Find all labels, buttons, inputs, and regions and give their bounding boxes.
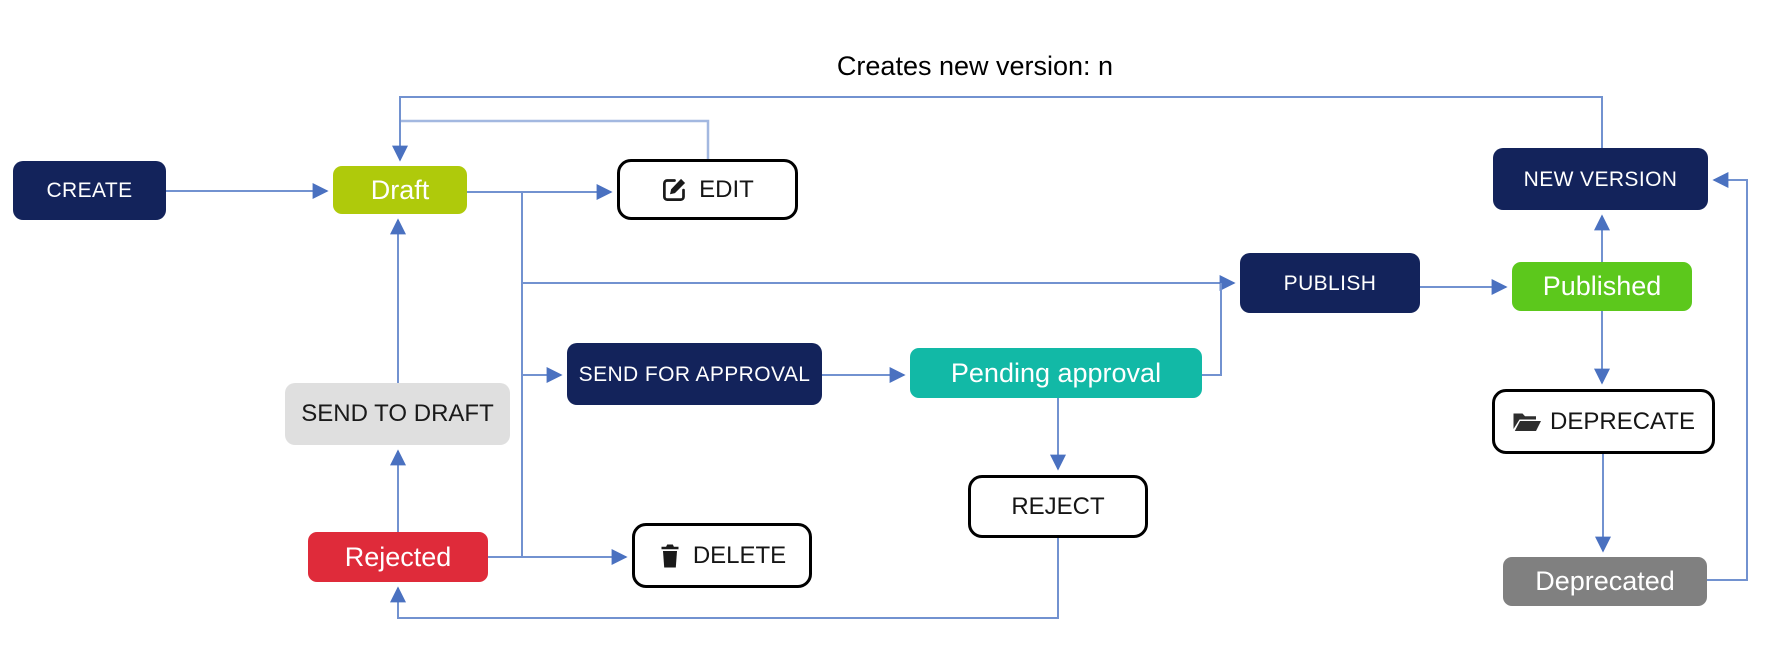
node-deprecate-label: DEPRECATE — [1550, 407, 1695, 435]
node-draft: Draft — [333, 166, 467, 214]
node-edit-label: EDIT — [699, 175, 754, 203]
node-send-for-approval: SEND FOR APPROVAL — [567, 343, 822, 405]
node-deprecate: DEPRECATE — [1492, 389, 1715, 454]
node-pending-approval-label: Pending approval — [950, 357, 1162, 388]
node-send-to-draft: SEND TO DRAFT — [285, 383, 510, 445]
node-delete: DELETE — [632, 523, 812, 588]
edge-reject-to-rejected — [390, 538, 1059, 619]
edge-newversion-to-draft — [392, 96, 1603, 162]
creates-new-version-label: Creates new version: n — [836, 51, 1114, 81]
node-delete-label: DELETE — [692, 541, 787, 569]
edge-pending-to-publish — [1202, 283, 1222, 376]
node-publish: PUBLISH — [1240, 253, 1420, 313]
node-deprecated: Deprecated — [1503, 557, 1707, 606]
node-new-version: NEW VERSION — [1493, 148, 1708, 210]
node-rejected-label: Rejected — [344, 541, 452, 572]
node-publish-label: PUBLISH — [1283, 271, 1377, 295]
node-edit: EDIT — [617, 159, 798, 220]
node-create: CREATE — [13, 161, 166, 220]
pen-square-icon — [661, 176, 688, 203]
trash-icon — [658, 543, 682, 569]
node-create-label: CREATE — [46, 179, 133, 202]
node-send-to-draft-label: SEND TO DRAFT — [301, 400, 494, 427]
node-deprecated-label: Deprecated — [1535, 566, 1675, 596]
folder-open-icon — [1512, 410, 1542, 434]
node-published-label: Published — [1542, 271, 1662, 301]
node-send-for-approval-label: SEND FOR APPROVAL — [578, 362, 811, 386]
node-reject-label: REJECT — [1011, 492, 1105, 520]
node-draft-label: Draft — [370, 174, 430, 205]
node-rejected: Rejected — [308, 532, 488, 582]
node-new-version-label: NEW VERSION — [1523, 167, 1678, 191]
edge-edit-to-draft — [400, 119, 710, 159]
edge-deprecated-to-newversion — [1707, 172, 1748, 581]
node-published: Published — [1512, 262, 1692, 311]
node-reject: REJECT — [968, 475, 1148, 538]
node-pending-approval: Pending approval — [910, 348, 1202, 398]
